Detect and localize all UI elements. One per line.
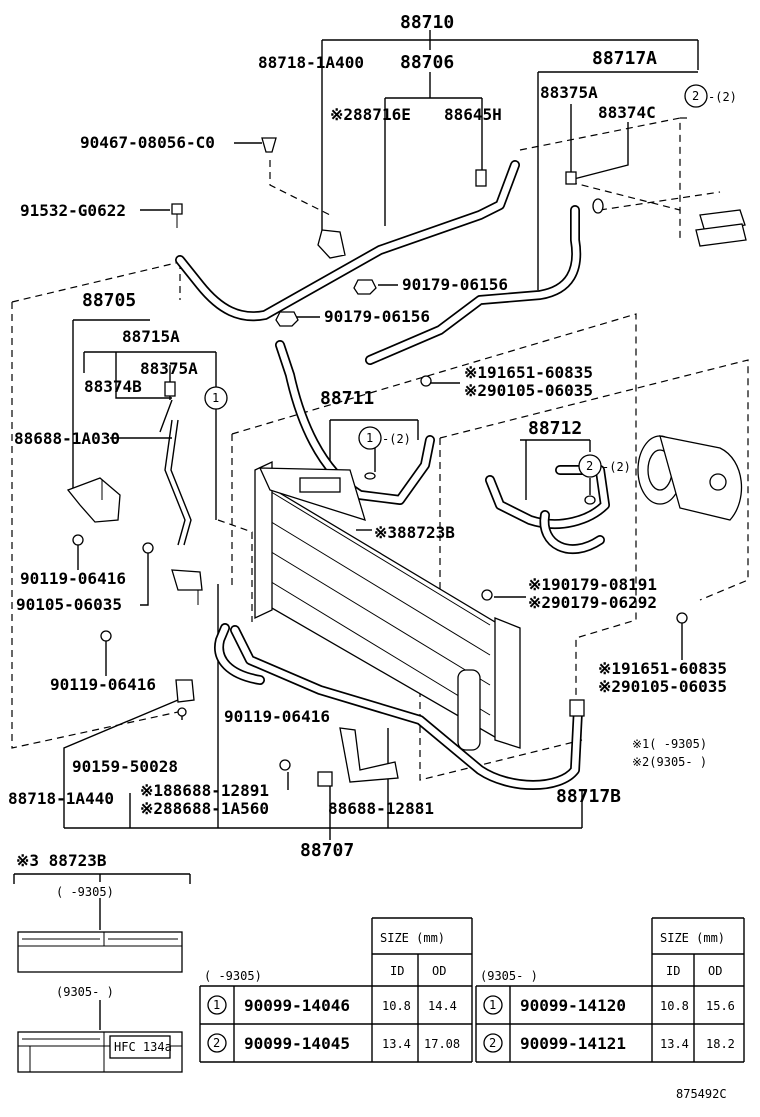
table-right-row2-mark: 2 xyxy=(489,1036,496,1050)
size-table-left: SIZE (mm) ID OD ( -9305) 1 90099-14046 1… xyxy=(199,917,473,1063)
label-90119-c: 90119-06416 xyxy=(224,707,330,726)
label-88375a-left: 88375A xyxy=(140,359,198,378)
size-table-right: SIZE (mm) ID OD (9305- ) 1 90099-14120 1… xyxy=(475,917,745,1063)
svg-text:2: 2 xyxy=(692,89,699,103)
label-90119-a: 90119-06416 xyxy=(20,569,126,588)
label-88374c: 88374C xyxy=(598,103,656,122)
label-88718-1a400: 88718-1A400 xyxy=(258,53,364,72)
circle-1-left: 1 xyxy=(204,386,228,410)
label-88688-1a560: ※288688-1A560 xyxy=(140,799,269,818)
table-left-row2-mark: 2 xyxy=(213,1036,220,1050)
table-right-row1-id: 10.8 xyxy=(660,999,689,1013)
label-90105-c: ※290105-06035 xyxy=(598,677,727,696)
label-90105-b: 90105-06035 xyxy=(16,595,122,614)
svg-text:2: 2 xyxy=(586,459,593,473)
table-right-row2-part: 90099-14121 xyxy=(520,1034,626,1053)
table-right-row1-part: 90099-14120 xyxy=(520,996,626,1015)
table-left-row1-part: 90099-14046 xyxy=(244,996,350,1015)
circle-2-mid: 2 -(2) xyxy=(578,454,631,478)
table-left-range: ( -9305) xyxy=(204,969,262,983)
table-left-col-od: OD xyxy=(432,964,446,978)
note-1: ※1( -9305) xyxy=(632,737,707,751)
hoses xyxy=(164,160,610,790)
label-detail-title: ※3 88723B xyxy=(16,851,107,870)
svg-text:1: 1 xyxy=(212,391,219,405)
label-90179-06292: ※290179-06292 xyxy=(528,593,657,612)
condenser xyxy=(254,460,521,751)
circle-1-mid: 1 -(2) xyxy=(358,426,411,450)
compressor xyxy=(637,435,743,521)
table-left-row1-od: 14.4 xyxy=(428,999,457,1013)
label-88716e: ※288716E xyxy=(330,105,411,124)
label-88688-12891: ※188688-12891 xyxy=(140,781,269,800)
figure-id: 875492C xyxy=(676,1087,727,1101)
label-88705: 88705 xyxy=(82,290,136,311)
label-88717a: 88717A xyxy=(592,48,657,69)
label-91651-a: ※191651-60835 xyxy=(464,363,593,382)
label-88688-12881: 88688-12881 xyxy=(328,799,434,818)
label-88374b: 88374B xyxy=(84,377,142,396)
label-90179-a: 90179-06156 xyxy=(402,275,508,294)
table-left-row2-od: 17.08 xyxy=(424,1037,460,1051)
table-right-row1-od: 15.6 xyxy=(706,999,735,1013)
label-detail-range-2: (9305- ) xyxy=(56,985,114,999)
label-88688-1a030: 88688-1A030 xyxy=(14,429,120,448)
label-90179-b: 90179-06156 xyxy=(324,307,430,326)
table-left-row1-id: 10.8 xyxy=(382,999,411,1013)
label-88715a: 88715A xyxy=(122,327,180,346)
svg-text:-(2): -(2) xyxy=(382,432,411,446)
table-right-row2-id: 13.4 xyxy=(660,1037,689,1051)
label-88707: 88707 xyxy=(300,840,354,861)
label-88711: 88711 xyxy=(320,388,374,409)
label-detail: ※3 88723B ( -9305) (9305- ) HFC 134a xyxy=(13,851,191,1073)
label-88710: 88710 xyxy=(400,12,454,33)
label-88717b: 88717B xyxy=(556,786,621,807)
label-88645h: 88645H xyxy=(444,105,502,124)
table-right-range: (9305- ) xyxy=(480,969,538,983)
label-88706: 88706 xyxy=(400,52,454,73)
table-left-size-header: SIZE (mm) xyxy=(380,931,445,945)
table-right-col-od: OD xyxy=(708,964,722,978)
small-parts xyxy=(66,137,747,787)
table-left-row2-id: 13.4 xyxy=(382,1037,411,1051)
table-left-row1-mark: 1 xyxy=(213,998,220,1012)
table-right-col-id: ID xyxy=(666,964,680,978)
svg-text:-(2): -(2) xyxy=(602,460,631,474)
dashed-outlines xyxy=(11,117,749,781)
svg-text:-(2): -(2) xyxy=(708,90,737,104)
svg-text:1: 1 xyxy=(366,431,373,445)
label-88723b: ※388723B xyxy=(374,523,455,542)
table-right-row1-mark: 1 xyxy=(489,998,496,1012)
label-90105-a: ※290105-06035 xyxy=(464,381,593,400)
label-detail-range-1: ( -9305) xyxy=(56,885,114,899)
note-2: ※2(9305- ) xyxy=(632,755,707,769)
part-labels: 88710 88718-1A400 88706 88717A ※288716E … xyxy=(8,12,737,861)
label-90467: 90467-08056-C0 xyxy=(80,133,215,152)
circle-2-top: 2 -(2) xyxy=(684,84,737,108)
table-right-row2-od: 18.2 xyxy=(706,1037,735,1051)
label-detail-text: HFC 134a xyxy=(114,1040,172,1054)
label-88712: 88712 xyxy=(528,418,582,439)
label-88375a-top: 88375A xyxy=(540,83,598,102)
leader-lines xyxy=(63,30,699,840)
label-91651-b: ※191651-60835 xyxy=(598,659,727,678)
table-left-col-id: ID xyxy=(390,964,404,978)
table-left-row2-part: 90099-14045 xyxy=(244,1034,350,1053)
label-90179-08191: ※190179-08191 xyxy=(528,575,657,594)
label-88718-1a440: 88718-1A440 xyxy=(8,789,114,808)
table-right-size-header: SIZE (mm) xyxy=(660,931,725,945)
label-90119-b: 90119-06416 xyxy=(50,675,156,694)
label-91532: 91532-G0622 xyxy=(20,201,126,220)
label-90159: 90159-50028 xyxy=(72,757,178,776)
